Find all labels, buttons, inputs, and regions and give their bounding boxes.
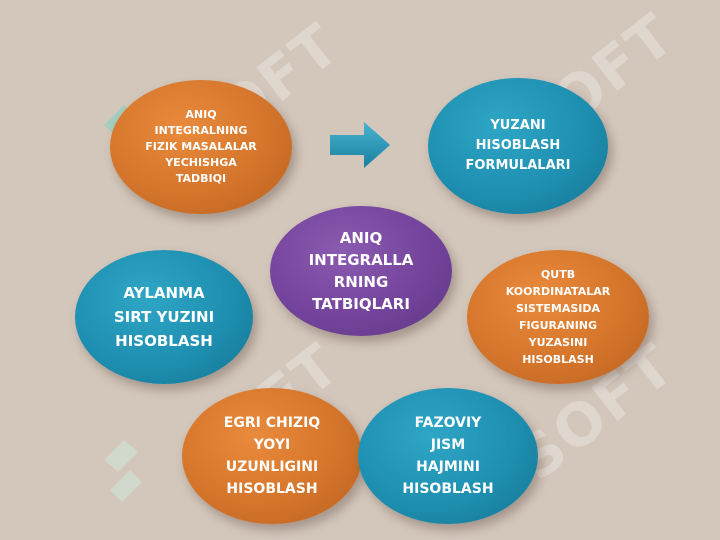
node-egri-chiziq-label: EGRI CHIZIQ YOYI UZUNLIGINI HISOBLASH	[223, 415, 321, 497]
node-yuzani-hisoblash: YUZANI HISOBLASH FORMULALARI	[428, 78, 608, 214]
node-aylanma-sirt: AYLANMA SIRT YUZINI HISOBLASH	[75, 250, 253, 384]
center-title: ANIQ INTEGRALLA RNING TATBIQLARI	[308, 229, 414, 313]
node-fazoviy-jism: FAZOVIY JISM HAJMINI HISOBLASH	[358, 388, 538, 524]
node-fizik-masalalar: ANIQ INTEGRALNING FIZIK MASALALAR YECHIS…	[110, 80, 292, 214]
node-fazoviy-jism-label: FAZOVIY JISM HAJMINI HISOBLASH	[402, 415, 494, 497]
node-center-tatbiqlari: ANIQ INTEGRALLA RNING TATBIQLARI	[270, 206, 452, 336]
watermark-logo-icon	[104, 440, 142, 502]
right-arrow-icon	[330, 122, 390, 168]
node-qutb-koordinatalar: QUTB KOORDINATALAR SISTEMASIDA FIGURANIN…	[467, 250, 649, 384]
node-qutb-koordinatalar-label: QUTB KOORDINATALAR SISTEMASIDA FIGURANIN…	[505, 268, 611, 366]
node-yuzani-hisoblash-label: YUZANI HISOBLASH FORMULALARI	[465, 118, 571, 173]
node-aylanma-sirt-label: AYLANMA SIRT YUZINI HISOBLASH	[113, 284, 215, 350]
node-egri-chiziq: EGRI CHIZIQ YOYI UZUNLIGINI HISOBLASH	[182, 388, 362, 524]
node-fizik-masalalar-label: ANIQ INTEGRALNING FIZIK MASALALAR YECHIS…	[145, 108, 257, 185]
